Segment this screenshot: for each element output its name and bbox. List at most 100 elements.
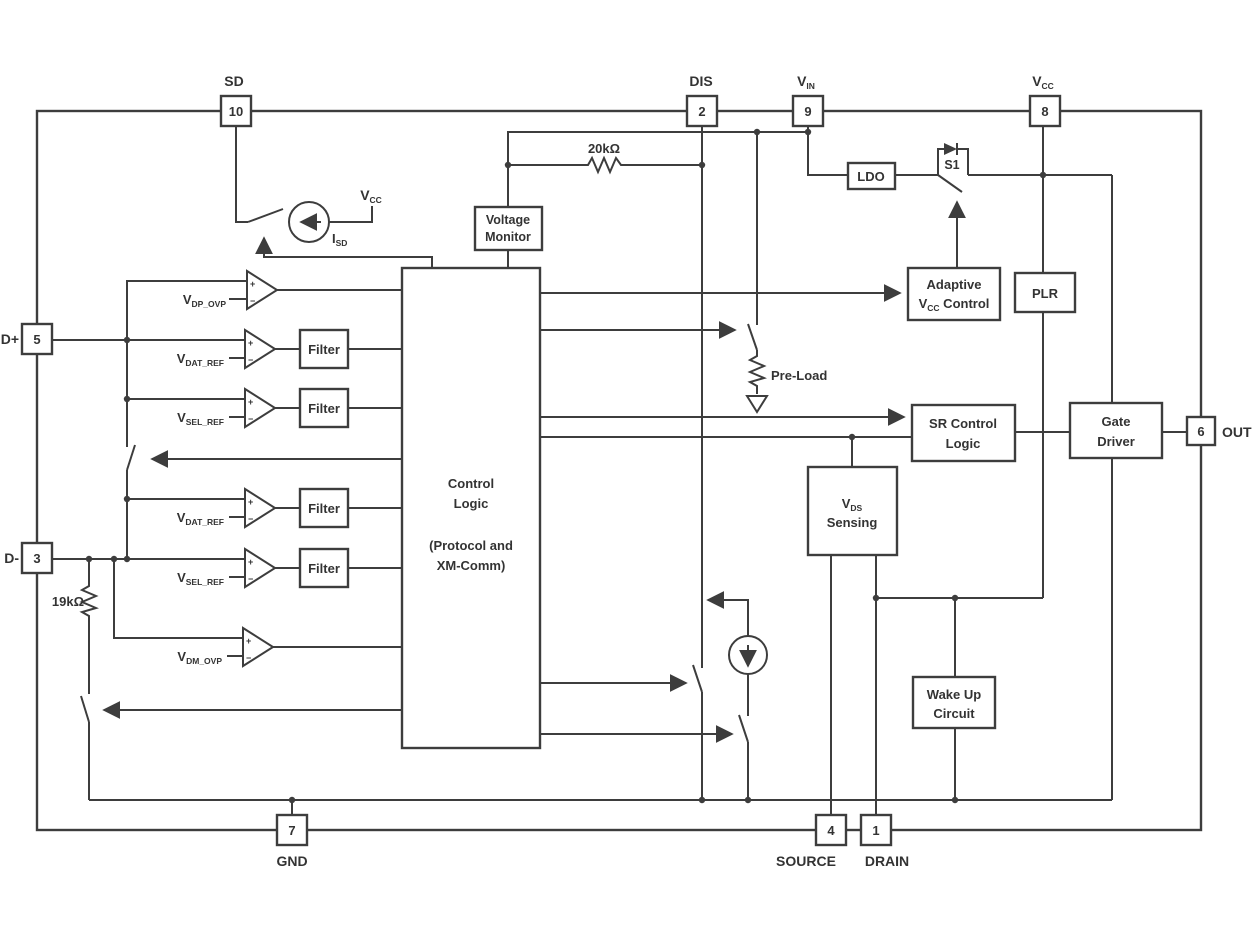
wake-up-line2: Circuit (933, 706, 975, 721)
block-sr-control-logic (910, 403, 1017, 463)
sr-control-line2: Logic (946, 436, 981, 451)
wires (52, 127, 1188, 815)
pin-7-number: 7 (288, 823, 295, 838)
chip-boundary (35, 109, 1203, 832)
comparator-vsel-ref-dp (244, 387, 277, 429)
control-logic-line4: XM-Comm) (437, 558, 506, 573)
svg-text:−: − (248, 414, 253, 424)
svg-text:−: − (248, 514, 253, 524)
pin-sd-label: SD (224, 73, 243, 89)
pin-out-label: OUT (1222, 424, 1252, 440)
comparator-vdat-ref-dm (244, 487, 277, 529)
control-logic-line1: Control (448, 476, 494, 491)
pin-vcc-label: VCC (1032, 73, 1054, 91)
blocks: Voltage Monitor Control Logic (Protocol … (298, 161, 1164, 750)
gate-driver-line2: Driver (1097, 434, 1135, 449)
filter-4-label: Filter (308, 561, 340, 576)
block-filter-1 (298, 328, 350, 370)
label-preload: Pre-Load (771, 368, 827, 383)
filter-2-label: Filter (308, 401, 340, 416)
pins: 10 SD 2 DIS 9 VIN 8 VCC 5 D+ 3 D- 6 OUT … (1, 73, 1252, 869)
vds-sensing-line2: Sensing (827, 515, 878, 530)
switch-sd-blade (247, 208, 284, 223)
block-voltage-monitor (473, 205, 544, 252)
wire-vin-to-ldo (807, 127, 848, 176)
label-isd: ISD (332, 231, 347, 248)
wire-dminus-ovp (113, 559, 243, 639)
pin-box-2 (685, 94, 719, 128)
wire-sd-drop (235, 127, 248, 223)
plr-label: PLR (1032, 286, 1059, 301)
wire-isd-to-vcc (329, 206, 373, 223)
comparator-vdp-ovp (246, 269, 279, 311)
wire-vin-rail (507, 131, 808, 207)
switch-19k-blade (80, 695, 90, 723)
label-vdat-ref-dp: VDAT_REF (177, 351, 224, 368)
comparator-vdm-ovp (242, 626, 275, 668)
resistor-20k (508, 155, 702, 175)
label-vcc-stub: VCC (360, 187, 382, 205)
svg-text:−: − (248, 355, 253, 365)
label-19k: 19kΩ (52, 594, 84, 609)
block-adaptive-vcc-control (906, 266, 1002, 322)
gnd-symbol-preload (745, 395, 769, 414)
pin-dminus-label: D- (4, 550, 19, 566)
pin-box-7 (275, 813, 309, 847)
voltage-monitor-line2: Monitor (485, 230, 531, 244)
pin-source-label: SOURCE (776, 853, 836, 869)
comparator-ref-labels: VDP_OVP VDAT_REF VSEL_REF VDAT_REF VSEL_… (177, 292, 227, 666)
resistor-19k (79, 559, 99, 694)
comparator-polarity-marks: +− +− +− +− +− +− (246, 279, 255, 663)
comparator-vsel-ref-dm (244, 547, 277, 589)
block-ldo (846, 161, 897, 191)
block-filter-4 (298, 547, 350, 589)
label-vdm-ovp: VDM_OVP (177, 649, 222, 666)
pin-box-5 (20, 322, 54, 356)
component-labels: 20kΩ 19kΩ Pre-Load S1 ISD VCC (52, 141, 960, 609)
label-vsel-ref-dm: VSEL_REF (177, 570, 224, 587)
control-logic-line3: (Protocol and (429, 538, 513, 553)
switch-preload-blade (747, 323, 758, 351)
pin-4-number: 4 (827, 823, 835, 838)
svg-text:−: − (246, 653, 251, 663)
pin-3-number: 3 (33, 551, 40, 566)
wire-s1-bypass-left (937, 148, 944, 175)
ldo-label: LDO (857, 169, 884, 184)
block-control-logic (400, 266, 542, 750)
control-logic-line2: Logic (454, 496, 489, 511)
adaptive-line1: Adaptive (927, 277, 982, 292)
sr-control-line1: SR Control (929, 416, 997, 431)
pin-box-10 (219, 94, 253, 128)
voltage-monitor-line1: Voltage (486, 213, 530, 227)
switch-dshort-blade (126, 444, 136, 471)
pin-6-number: 6 (1197, 424, 1204, 439)
pin-2-number: 2 (698, 104, 705, 119)
block-filter-2 (298, 387, 350, 429)
adaptive-line2: VCC Control (919, 296, 990, 313)
filter-3-label: Filter (308, 501, 340, 516)
wire-cs-branch (706, 591, 749, 636)
pin-box-4 (814, 813, 848, 847)
svg-text:+: + (250, 279, 255, 289)
svg-text:+: + (248, 397, 253, 407)
switch-dis-blade (692, 664, 703, 693)
wake-up-line1: Wake Up (927, 687, 981, 702)
pin-box-1 (859, 813, 893, 847)
svg-text:−: − (248, 574, 253, 584)
svg-text:+: + (248, 338, 253, 348)
filter-1-label: Filter (308, 342, 340, 357)
pin-9-number: 9 (804, 104, 811, 119)
pin-8-number: 8 (1041, 104, 1048, 119)
switch-cs-blade (738, 714, 749, 743)
comparator-vdat-ref-dp (244, 328, 277, 370)
wire-ctrl-sd-switch (255, 236, 433, 268)
pin-box-3 (20, 541, 54, 575)
pin-5-number: 5 (33, 332, 40, 347)
svg-text:+: + (248, 497, 253, 507)
pin-box-8 (1028, 94, 1062, 128)
label-20k: 20kΩ (588, 141, 620, 156)
vds-sensing-line1: VDS (842, 496, 863, 513)
pin-gnd-label: GND (276, 853, 307, 869)
